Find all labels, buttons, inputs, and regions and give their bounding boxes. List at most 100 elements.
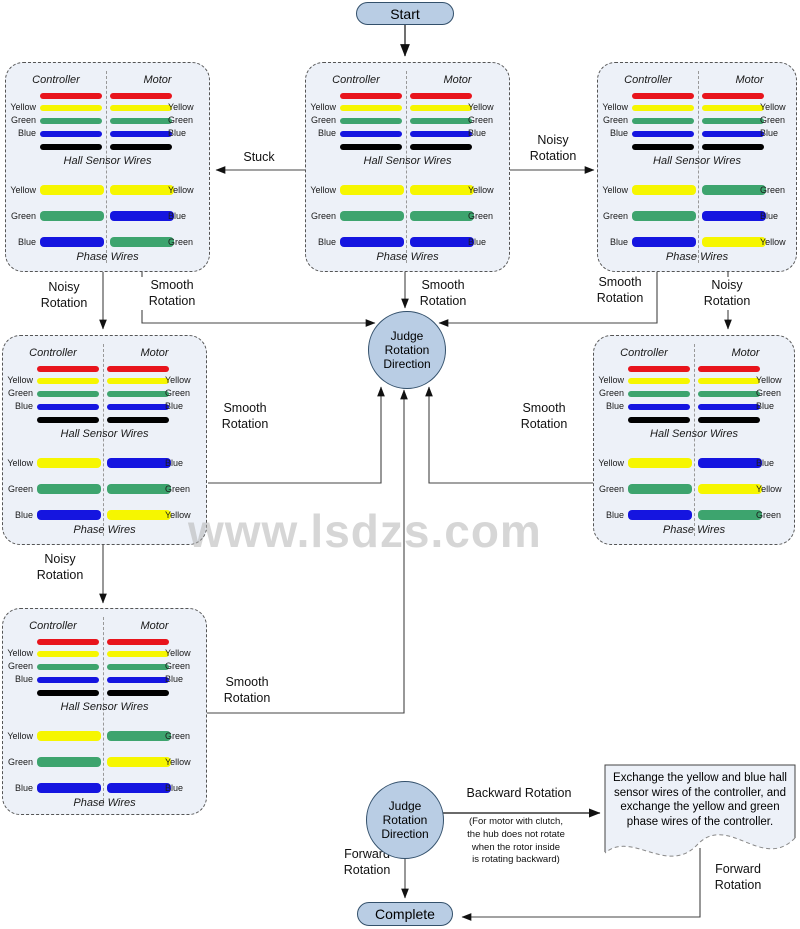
motor-header: Motor: [443, 74, 472, 86]
phase-wire-label-right: Blue: [165, 458, 184, 468]
hall-wire-red-motor: [702, 93, 764, 99]
phase-wire-label-left: Green: [10, 211, 36, 221]
phase-wire-blue-motor: [107, 458, 171, 468]
hall-sensor-wires-label: Hall Sensor Wires: [60, 428, 149, 440]
hall-wire-label-right: Green: [760, 115, 786, 125]
phase-wire-label-left: Green: [602, 211, 628, 221]
phase-wire-label-right: Blue: [168, 211, 187, 221]
motor-header: Motor: [731, 347, 760, 359]
phase-wire-label-left: Green: [310, 211, 336, 221]
phase-wire-label-left: Blue: [317, 237, 336, 247]
motor-header: Motor: [140, 347, 169, 359]
hall-wire-yellow-motor: [107, 378, 169, 384]
hall-wire-label-right: Blue: [468, 128, 487, 138]
hall-wire-green-controller: [37, 664, 99, 670]
edge-label-noisy-rotation: Noisy Rotation: [24, 551, 96, 584]
phase-wire-label-right: Green: [165, 731, 191, 741]
phase-wire-label-left: Yellow: [310, 185, 336, 195]
controller-motor-divider: [103, 344, 104, 536]
phase-wire-label-left: Blue: [609, 237, 628, 247]
phase-wire-label-right: Green: [756, 510, 782, 520]
hall-sensor-wires-label: Hall Sensor Wires: [363, 155, 452, 167]
phase-wire-green-motor: [107, 484, 171, 494]
phase-wire-yellow-controller: [632, 185, 696, 195]
hall-wire-label-right: Blue: [756, 401, 775, 411]
hall-wire-black-controller: [632, 144, 694, 150]
phase-wire-label-left: Blue: [14, 510, 33, 520]
hall-wire-label-right: Green: [165, 388, 191, 398]
hall-wire-red-controller: [40, 93, 102, 99]
hall-wire-label-right: Green: [165, 661, 191, 671]
hall-wire-label-left: Blue: [17, 128, 36, 138]
phase-wire-yellow-controller: [37, 458, 101, 468]
phase-wire-green-controller: [37, 484, 101, 494]
phase-wire-label-left: Green: [7, 484, 33, 494]
phase-wire-yellow-motor: [698, 484, 762, 494]
motor-header: Motor: [143, 74, 172, 86]
phase-wire-label-right: Green: [468, 211, 494, 221]
hall-wire-black-motor: [110, 144, 172, 150]
phase-wire-label-left: Blue: [14, 783, 33, 793]
hall-wire-label-left: Blue: [14, 401, 33, 411]
hall-wire-label-left: Blue: [609, 128, 628, 138]
hall-wire-red-controller: [632, 93, 694, 99]
phase-wire-label-left: Blue: [17, 237, 36, 247]
hall-wire-blue-motor: [410, 131, 472, 137]
phase-wire-green-controller: [628, 484, 692, 494]
phase-wire-blue-controller: [40, 237, 104, 247]
phase-wires-label: Phase Wires: [662, 524, 726, 536]
hall-wire-label-right: Yellow: [760, 102, 786, 112]
hall-wire-black-motor: [410, 144, 472, 150]
phase-wire-yellow-controller: [40, 185, 104, 195]
hall-wire-yellow-motor: [702, 105, 764, 111]
hall-wire-label-left: Blue: [605, 401, 624, 411]
hall-wire-blue-controller: [40, 131, 102, 137]
phase-wire-label-left: Blue: [605, 510, 624, 520]
hall-wire-yellow-controller: [37, 378, 99, 384]
phase-wire-green-motor: [110, 237, 174, 247]
phase-wire-label-right: Yellow: [468, 185, 494, 195]
phase-wire-label-right: Blue: [468, 237, 487, 247]
controller-header: Controller: [332, 74, 380, 86]
hall-wire-blue-motor: [107, 677, 169, 683]
phase-wire-label-right: Blue: [165, 783, 184, 793]
edge-label-backward-rotation: Backward Rotation: [452, 785, 586, 802]
hall-wire-label-left: Yellow: [7, 648, 33, 658]
phase-wire-blue-motor: [410, 237, 474, 247]
hall-wire-label-left: Blue: [14, 674, 33, 684]
hall-wire-black-controller: [40, 144, 102, 150]
phase-wire-blue-controller: [37, 783, 101, 793]
hall-wire-green-motor: [107, 391, 169, 397]
hall-wire-label-right: Green: [168, 115, 194, 125]
hall-wire-yellow-motor: [110, 105, 172, 111]
phase-wire-label-right: Yellow: [168, 185, 194, 195]
phase-wire-yellow-motor: [410, 185, 474, 195]
start-node: Start: [356, 2, 454, 25]
hall-wire-green-controller: [37, 391, 99, 397]
hall-wire-label-left: Green: [598, 388, 624, 398]
controller-header: Controller: [29, 347, 77, 359]
hall-wire-green-controller: [632, 118, 694, 124]
hall-wire-label-left: Green: [10, 115, 36, 125]
phase-wire-label-left: Yellow: [10, 185, 36, 195]
motor-header: Motor: [735, 74, 764, 86]
hall-wire-blue-motor: [110, 131, 172, 137]
hall-wire-label-left: Yellow: [598, 375, 624, 385]
controller-motor-divider: [406, 71, 407, 263]
phase-wires-label: Phase Wires: [665, 251, 729, 263]
hall-wire-black-motor: [107, 417, 169, 423]
phase-wire-label-right: Yellow: [756, 484, 782, 494]
hall-wire-blue-controller: [632, 131, 694, 137]
hall-wire-label-left: Yellow: [310, 102, 336, 112]
complete-node: Complete: [357, 902, 453, 926]
phase-wire-label-right: Blue: [760, 211, 779, 221]
phase-wire-green-motor: [698, 510, 762, 520]
phase-wire-blue-controller: [632, 237, 696, 247]
phase-wire-blue-controller: [37, 510, 101, 520]
motor-header: Motor: [140, 620, 169, 632]
controller-header: Controller: [620, 347, 668, 359]
hall-wire-green-motor: [110, 118, 172, 124]
